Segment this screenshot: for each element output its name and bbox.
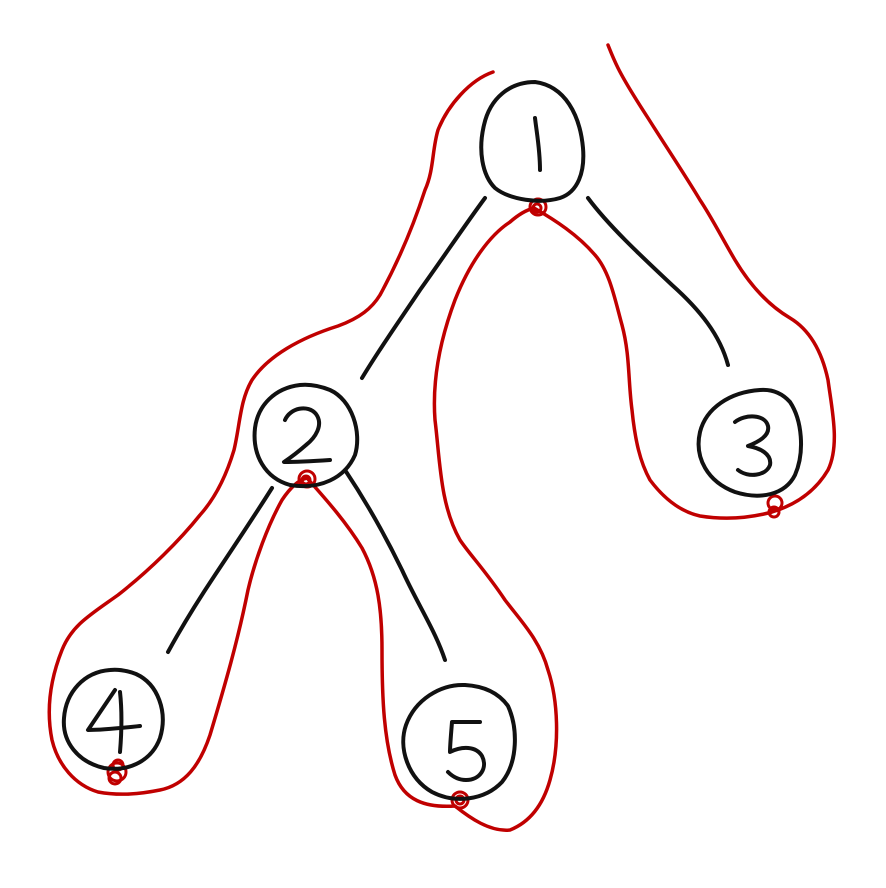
edge-2-4 [166,486,274,654]
contour-knot-3b [767,505,781,519]
contour-segment-outer-left [47,70,495,796]
edge-2-5 [343,468,447,662]
tree-edges [166,196,730,662]
contour-segment-inner-left [305,206,559,832]
node-1: 1 [479,80,586,203]
node-5-digit [446,720,486,782]
node-4: 4 [61,667,165,771]
edge-1-3 [586,196,730,367]
traversal-contour [47,43,837,832]
node-1-digit [533,116,542,172]
node-5: 5 [401,682,517,801]
contour-knot-2b [300,474,312,486]
node-1-label: 1 [535,149,536,151]
contour-knot-4 [106,761,128,783]
node-4-outline [61,667,165,771]
contour-knot-4b [107,770,123,786]
node-1-outline [479,80,586,203]
edge-1-2 [360,196,487,380]
node-2-digit [282,406,332,464]
node-2-outline [252,382,360,489]
node-2: 2 [252,382,360,489]
node-3: 3 [696,387,803,498]
contour-segment-right [532,43,837,520]
node-2-label: 2 [305,439,306,441]
tree-nodes: 1 2 3 4 5 [61,80,803,801]
node-4-label: 4 [112,719,113,721]
contour-knot-3 [766,494,784,512]
node-3-outline [696,387,803,498]
node-5-outline [401,682,517,801]
contour-knot-1b [531,202,543,214]
node-4-digit [86,688,142,754]
node-3-digit [733,414,773,477]
